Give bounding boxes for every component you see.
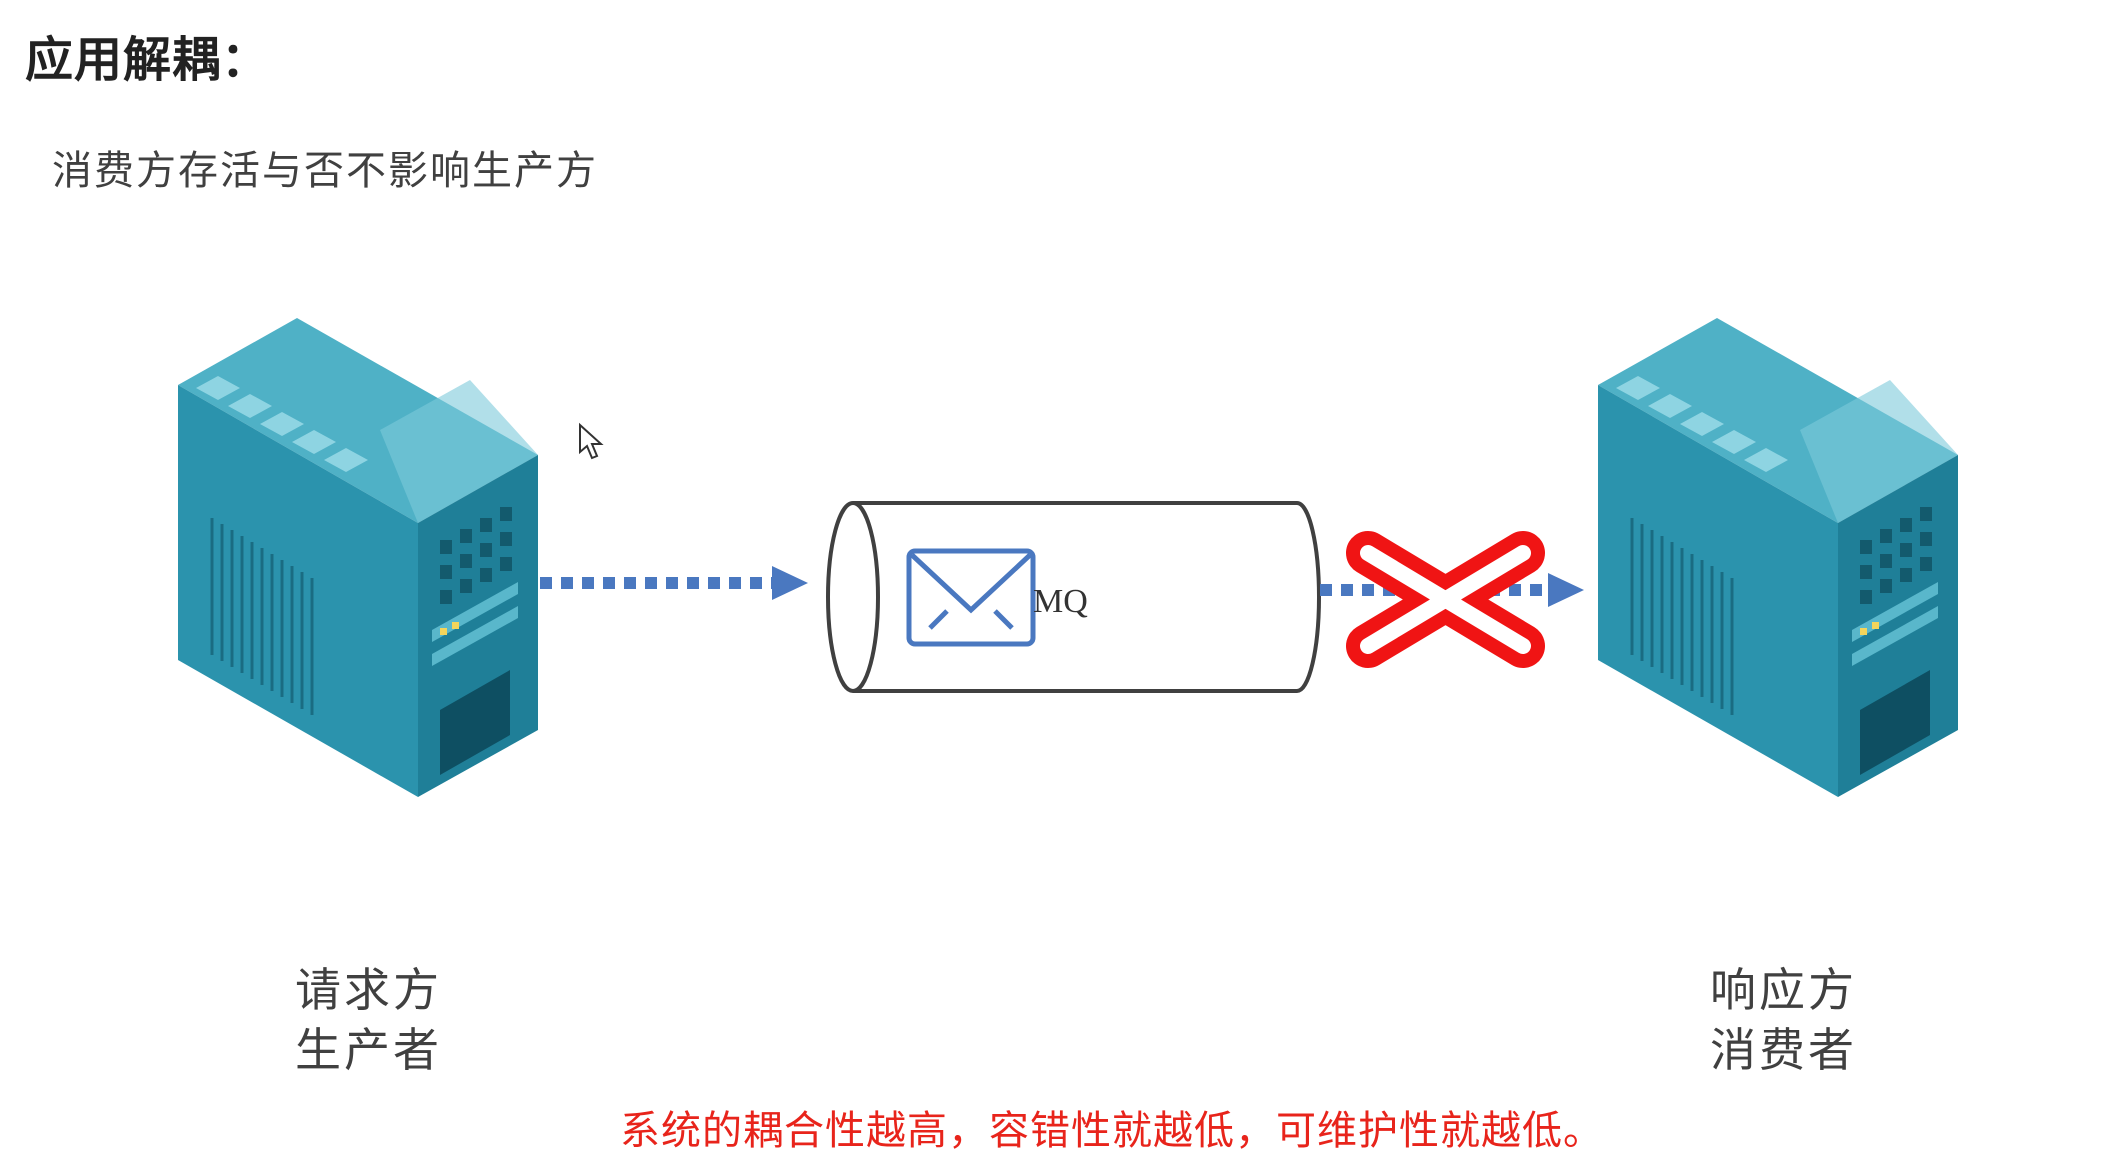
footer-note: 系统的耦合性越高，容错性就越低，可维护性就越低。 xyxy=(620,1108,1604,1154)
producer-to-mq-arrow xyxy=(540,566,808,600)
mq-label: MQ xyxy=(1033,583,1088,620)
producer-role: 请求方 xyxy=(295,963,442,1017)
cursor-icon xyxy=(579,422,604,460)
consumer-type: 消费者 xyxy=(1710,1023,1857,1077)
producer-label: 请求方 生产者 xyxy=(295,960,442,1080)
consumer-server-icon xyxy=(1598,318,1958,797)
producer-type: 生产者 xyxy=(295,1023,442,1077)
page-title: 应用解耦： xyxy=(25,32,271,88)
envelope-icon xyxy=(906,548,1036,647)
cross-icon xyxy=(1346,531,1545,668)
producer-server-icon xyxy=(178,318,538,797)
page-subtitle: 消费方存活与否不影响生产方 xyxy=(52,148,598,194)
consumer-label: 响应方 消费者 xyxy=(1710,960,1857,1080)
consumer-role: 响应方 xyxy=(1710,963,1857,1017)
